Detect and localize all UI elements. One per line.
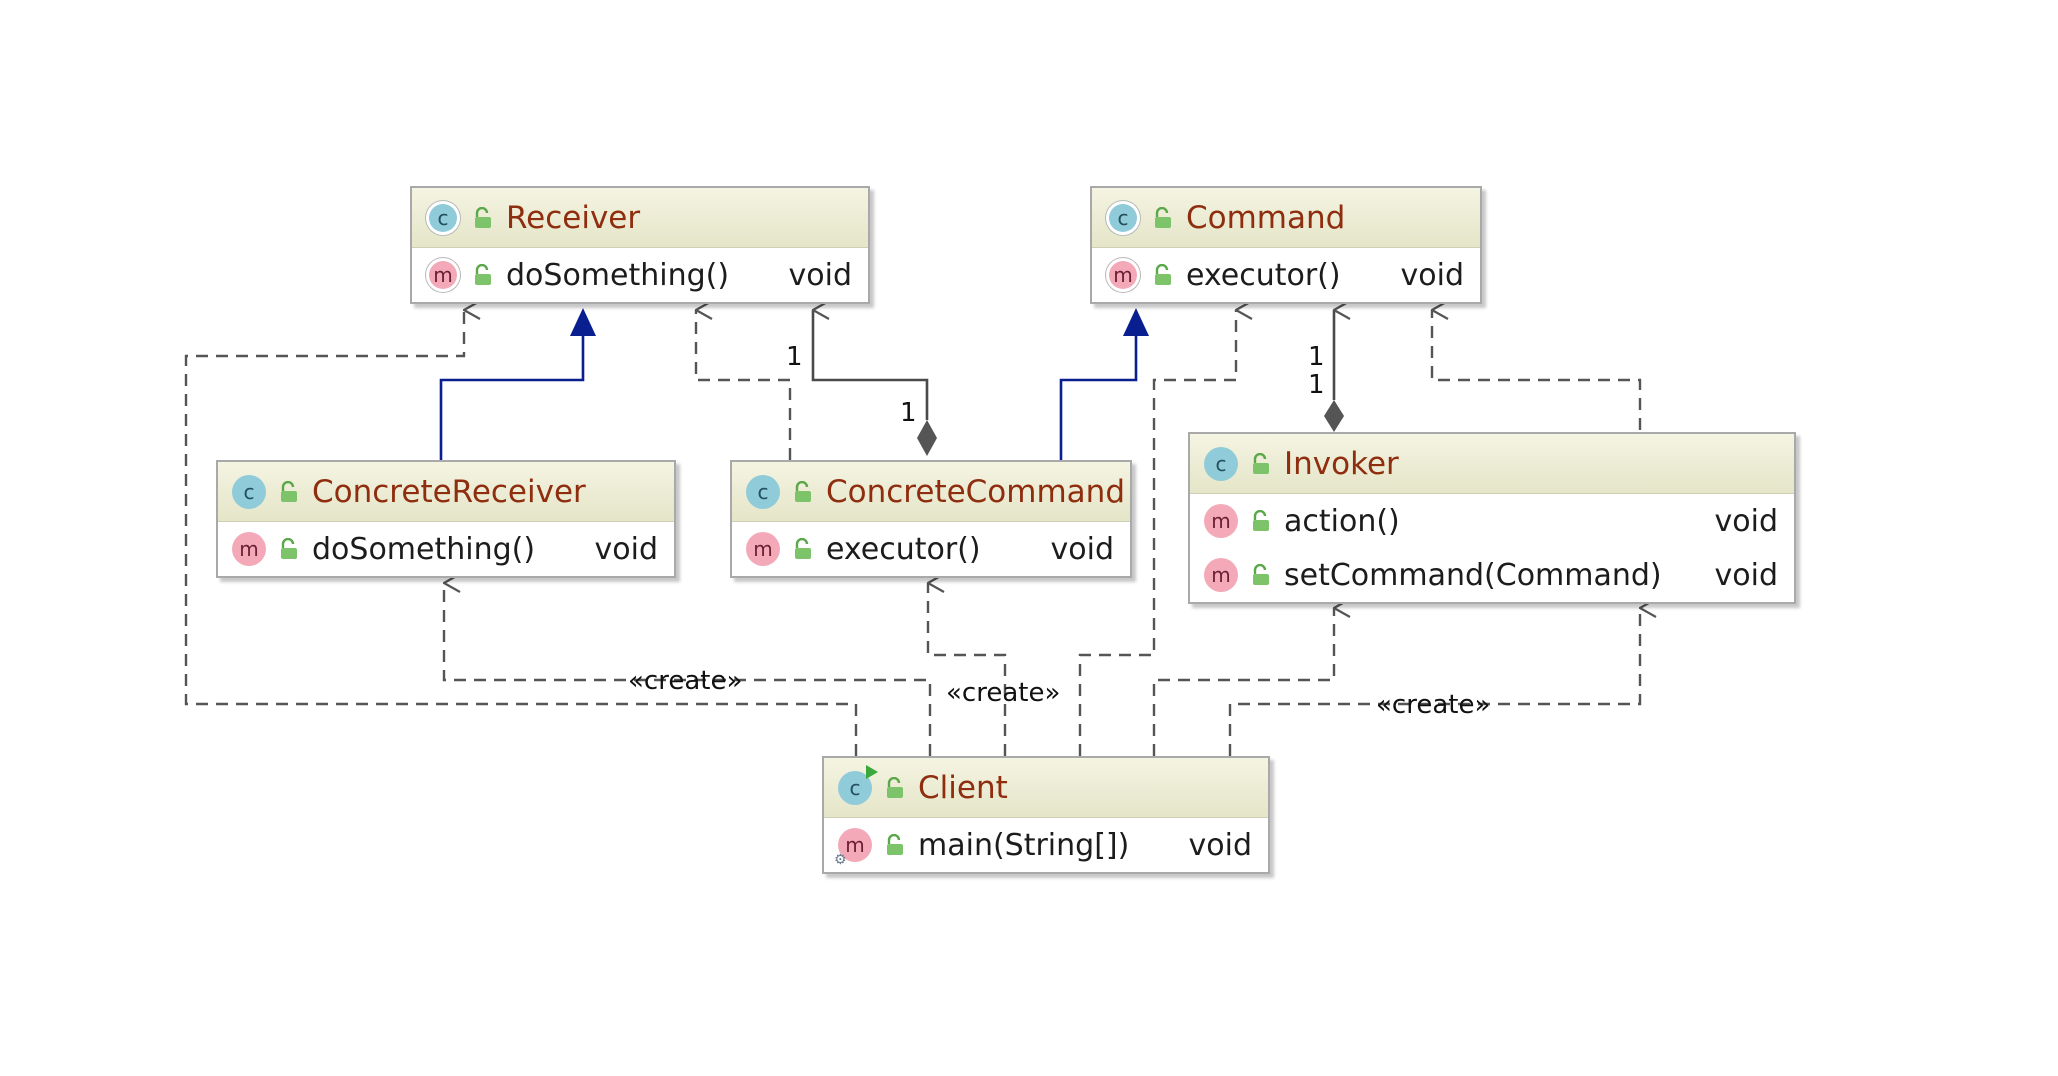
open-lock-icon: [470, 262, 496, 288]
open-lock-icon: [882, 832, 908, 858]
class-name: ConcreteReceiver: [312, 473, 586, 510]
class-header: c Client: [824, 758, 1268, 818]
composition-edge-receiver: [811, 310, 929, 420]
dependency-edge-client-invoker: [1152, 608, 1334, 756]
method-return-type: void: [788, 257, 853, 293]
method-icon: m: [1204, 558, 1238, 592]
class-name: Invoker: [1284, 445, 1399, 482]
method-row[interactable]: m executor() void: [1092, 248, 1480, 302]
open-lock-icon: [1150, 205, 1176, 231]
class-name: Command: [1186, 199, 1346, 236]
class-header: c ConcreteReceiver: [218, 462, 674, 522]
class-command[interactable]: c Command m executor() void: [1090, 186, 1482, 304]
open-lock-icon: [1248, 562, 1274, 588]
open-lock-icon: [1248, 508, 1274, 534]
class-client[interactable]: c Client m⚙ main(String[]) void: [822, 756, 1270, 874]
class-header: c Receiver: [412, 188, 868, 248]
method-row[interactable]: m doSomething() void: [412, 248, 868, 302]
open-lock-icon: [790, 536, 816, 562]
abstract-method-icon: m: [426, 258, 460, 292]
method-return-type: void: [1400, 257, 1465, 293]
method-row[interactable]: m setCommand(Command) void: [1190, 548, 1794, 602]
method-return-type: void: [1050, 531, 1115, 567]
class-header: c Command: [1092, 188, 1480, 248]
create-edge-client-invoker: [1228, 608, 1640, 756]
class-name: Receiver: [506, 199, 641, 236]
method-icon-letter: m: [845, 833, 865, 857]
class-icon: c: [1204, 446, 1238, 481]
class-header: c ConcreteCommand: [732, 462, 1130, 522]
open-lock-icon: [276, 536, 302, 562]
open-lock-icon: [1248, 451, 1274, 477]
class-concrete-command[interactable]: c ConcreteCommand m executor() void: [730, 460, 1132, 578]
inheritance-arrowhead-command: [1123, 308, 1149, 336]
abstract-class-icon: c: [1106, 200, 1140, 235]
method-row[interactable]: m executor() void: [732, 522, 1130, 576]
method-icon: m: [1204, 504, 1238, 538]
create-edge-client-concrete-command: [926, 583, 1007, 756]
abstract-class-icon: c: [426, 200, 460, 235]
method-name: executor(): [1186, 257, 1341, 293]
method-icon: m: [232, 532, 266, 566]
open-lock-icon: [790, 479, 816, 505]
composition-diamond-concrete-command: [917, 420, 937, 456]
abstract-method-icon: m: [1106, 258, 1140, 292]
open-lock-icon: [276, 479, 302, 505]
method-return-type: void: [594, 531, 659, 567]
run-icon: [866, 764, 878, 779]
class-icon-letter: c: [849, 775, 861, 800]
multiplicity-command-end: 1: [1308, 342, 1325, 372]
dependency-edge-concrete-command-receiver: [694, 310, 792, 460]
class-concrete-receiver[interactable]: c ConcreteReceiver m doSomething() void: [216, 460, 676, 578]
static-method-icon: m⚙: [834, 828, 872, 868]
create-stereotype-concrete-receiver: «create»: [628, 666, 743, 696]
inheritance-edge-concrete-receiver: [439, 336, 585, 460]
dependency-edge-invoker-command: [1430, 310, 1642, 430]
method-name: action(): [1284, 503, 1400, 539]
create-stereotype-invoker: «create»: [1376, 690, 1491, 720]
class-name: Client: [918, 769, 1008, 806]
method-name: executor(): [826, 531, 981, 567]
composition-diamond-invoker: [1324, 400, 1344, 432]
multiplicity-receiver-end: 1: [786, 342, 803, 372]
create-stereotype-concrete-command: «create»: [946, 678, 1061, 708]
method-name: setCommand(Command): [1284, 557, 1662, 593]
method-icon: m: [746, 532, 780, 566]
open-lock-icon: [1150, 262, 1176, 288]
class-invoker[interactable]: c Invoker m action() void m setCommand(C…: [1188, 432, 1796, 604]
create-edge-client-concrete-receiver: [442, 583, 932, 756]
runnable-class-icon: c: [838, 764, 878, 805]
method-row[interactable]: m doSomething() void: [218, 522, 674, 576]
open-lock-icon: [470, 205, 496, 231]
method-name: doSomething(): [506, 257, 730, 293]
method-name: doSomething(): [312, 531, 536, 567]
class-name: ConcreteCommand: [826, 473, 1125, 510]
dependency-edge-client-receiver: [184, 310, 858, 756]
method-row[interactable]: m action() void: [1190, 494, 1794, 548]
multiplicity-invoker-end: 1: [1308, 370, 1325, 400]
static-gear-icon: ⚙: [834, 852, 847, 868]
multiplicity-concrete-command-end: 1: [900, 398, 917, 428]
method-name: main(String[]): [918, 827, 1130, 863]
inheritance-edge-concrete-command: [1059, 336, 1138, 460]
class-receiver[interactable]: c Receiver m doSomething() void: [410, 186, 870, 304]
inheritance-arrowhead-receiver: [570, 308, 596, 336]
class-icon: c: [232, 474, 266, 509]
method-return-type: void: [1188, 827, 1253, 863]
dependency-edge-client-command: [1078, 310, 1236, 756]
method-return-type: void: [1714, 503, 1779, 539]
class-icon: c: [746, 474, 780, 509]
method-row[interactable]: m⚙ main(String[]) void: [824, 818, 1268, 872]
method-return-type: void: [1714, 557, 1779, 593]
class-header: c Invoker: [1190, 434, 1794, 494]
open-lock-icon: [882, 775, 908, 801]
